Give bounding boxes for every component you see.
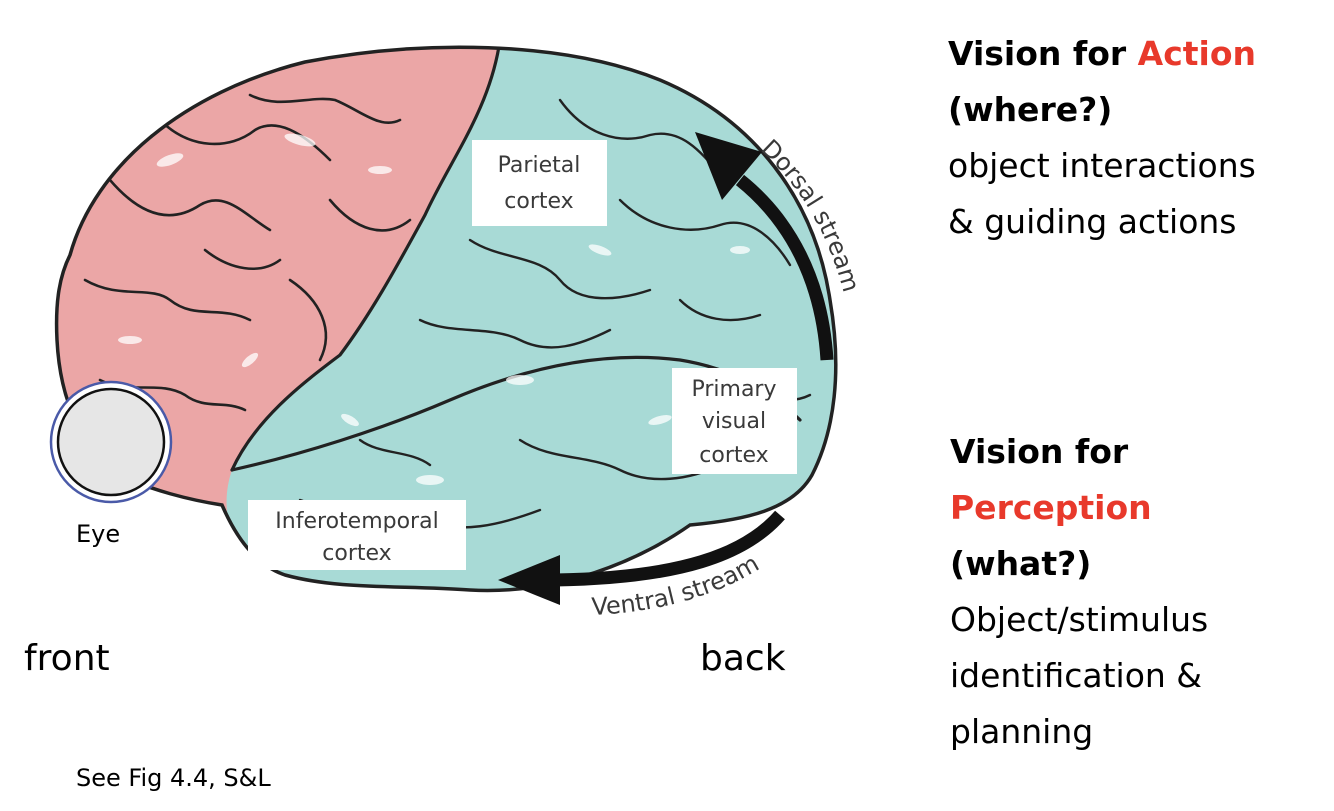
action-panel: Vision for Action (where?) object intera…: [948, 26, 1256, 250]
perception-description-line2: identification &: [950, 656, 1203, 695]
primary-visual-label-line3: cortex: [699, 443, 768, 468]
action-description-line1: object interactions: [948, 146, 1256, 185]
citation: See Fig 4.4, S&L: [76, 764, 271, 792]
parietal-cortex-label: Parietal cortex: [472, 140, 607, 226]
perception-panel: Vision for Perception (what?) Object/sti…: [950, 424, 1208, 760]
primary-visual-cortex-label: Primary visual cortex: [672, 368, 797, 474]
perception-heading-accent: Perception: [950, 488, 1152, 527]
action-question: (where?): [948, 90, 1113, 129]
curved-arrow-left-icon: [498, 510, 785, 605]
inferotemporal-label-line2: cortex: [322, 541, 391, 566]
perception-question: (what?): [950, 544, 1092, 583]
action-heading: Vision for Action: [948, 26, 1256, 82]
primary-visual-label-line2: visual: [702, 409, 766, 434]
parietal-label-line1: Parietal: [498, 153, 581, 178]
action-heading-accent: Action: [1137, 34, 1257, 73]
action-description-line2: & guiding actions: [948, 202, 1237, 241]
eye-circle-icon: [49, 380, 173, 504]
inferotemporal-cortex-label: Inferotemporal cortex: [248, 500, 466, 570]
inferotemporal-label-line1: Inferotemporal: [275, 509, 438, 534]
curved-arrow-up-icon: [695, 132, 834, 361]
action-heading-prefix: Vision for: [948, 34, 1138, 73]
perception-description-line3: planning: [950, 712, 1094, 751]
perception-description-line1: Object/stimulus: [950, 600, 1209, 639]
back-label: back: [700, 638, 786, 679]
brain-highlights: [118, 133, 750, 485]
primary-visual-label-line1: Primary: [691, 377, 776, 402]
eye-label: Eye: [76, 520, 121, 548]
parietal-label-line2: cortex: [504, 189, 573, 214]
front-label: front: [24, 638, 110, 679]
perception-heading: Vision for: [950, 432, 1129, 471]
